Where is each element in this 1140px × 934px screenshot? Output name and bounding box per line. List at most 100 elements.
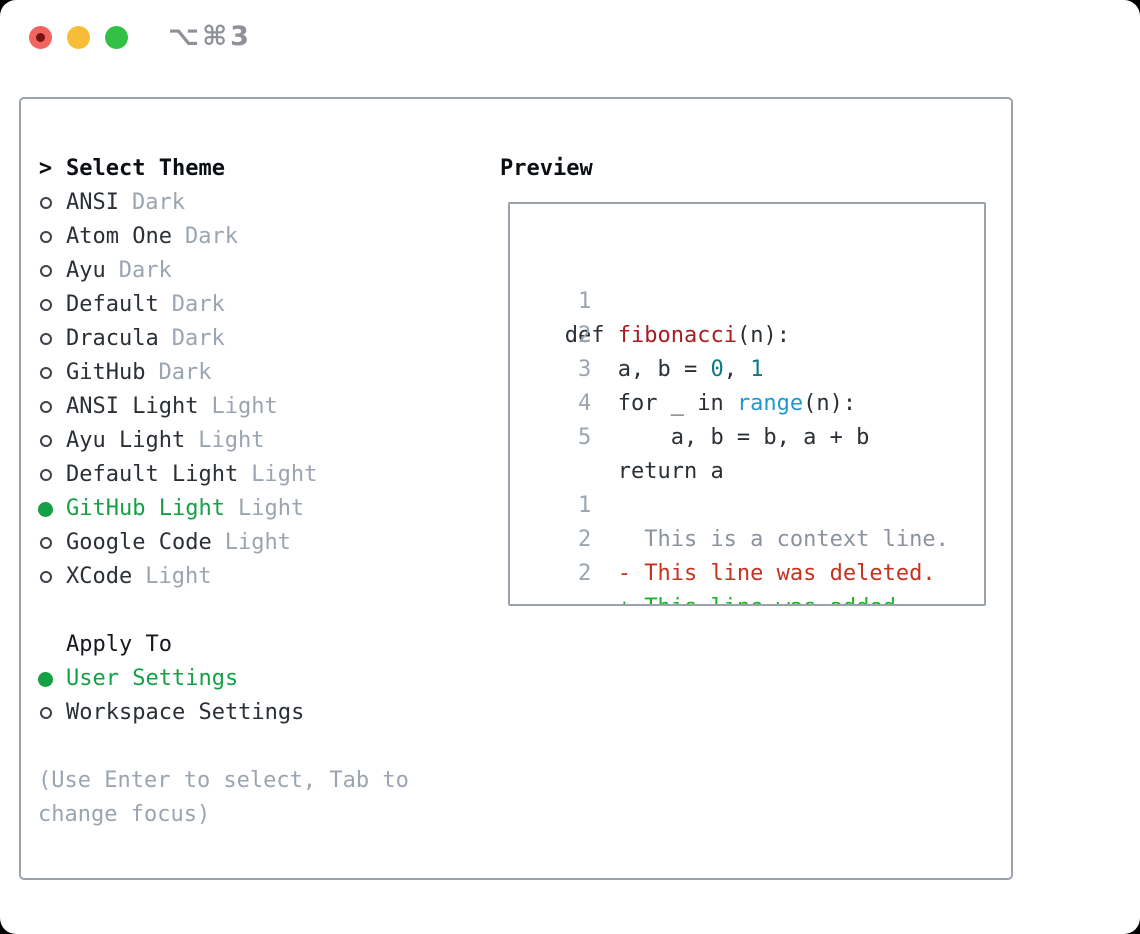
prompt-icon: > <box>38 156 53 181</box>
theme-option-ayu[interactable]: Ayu Dark <box>38 254 409 288</box>
preview-line: 2 a, b = 0, 1 <box>525 285 984 382</box>
radio-selected-icon <box>38 492 53 526</box>
title-bar: ⌥⌘3 <box>0 0 1140 74</box>
preview-line: 5 return a <box>525 387 984 484</box>
code-segment-code: def <box>551 323 618 348</box>
radio-icon <box>38 322 53 356</box>
theme-option-ansi[interactable]: ANSI Dark <box>38 186 409 220</box>
theme-name: GitHub <box>66 360 146 385</box>
theme-option-github[interactable]: GitHub Dark <box>38 356 409 390</box>
radio-icon <box>38 458 53 492</box>
line-number: 2 <box>577 323 592 348</box>
code-segment-func: fibonacci <box>617 323 737 348</box>
apply-option-label: User Settings <box>66 666 239 691</box>
line-number: 2 <box>577 561 592 586</box>
radio-icon <box>38 526 53 560</box>
theme-variant-tag: Dark <box>131 190 185 215</box>
theme-option-google-code[interactable]: Google Code Light <box>38 526 409 560</box>
preview-title: Preview <box>500 156 593 181</box>
theme-name: ANSI <box>66 190 119 215</box>
theme-name: Ayu <box>66 258 106 283</box>
theme-option-default[interactable]: Default Dark <box>38 288 409 322</box>
preview-line: 1 def fibonacci(n): <box>525 251 984 348</box>
apply-to-header: Apply To <box>38 628 409 662</box>
theme-variant-tag: Dark <box>171 326 225 351</box>
theme-variant-tag: Light <box>224 530 291 555</box>
theme-option-ayu-light[interactable]: Ayu Light Light <box>38 424 409 458</box>
theme-variant-tag: Dark <box>184 224 238 249</box>
preview-code: 1 def fibonacci(n): 2 a, b = 0, 1 3 for … <box>525 251 984 604</box>
radio-icon <box>38 254 53 288</box>
code-segment-code: a, b = <box>551 357 711 382</box>
radio-icon <box>38 288 53 322</box>
theme-name: Default <box>66 292 159 317</box>
apply-to-list: User Settings Workspace Settings <box>38 662 409 730</box>
code-segment-del: - This line was deleted. <box>551 561 936 586</box>
preview-line: 3 for _ in range(n): <box>525 319 984 416</box>
apply-to-indent <box>38 628 53 662</box>
theme-variant-tag: Light <box>145 564 212 589</box>
zoom-button[interactable] <box>105 26 128 49</box>
theme-variant-tag: Dark <box>118 258 172 283</box>
theme-variant-tag: Light <box>237 496 305 521</box>
code-segment-code: (n): <box>736 323 790 348</box>
theme-option-xcode[interactable]: XCode Light <box>38 560 409 594</box>
line-number: 2 <box>577 527 592 552</box>
theme-option-default-light[interactable]: Default Light Light <box>38 458 409 492</box>
code-segment-lit: 1 <box>750 357 764 382</box>
code-segment-code: (n): <box>803 391 857 416</box>
apply-to-title: Apply To <box>66 632 172 657</box>
theme-name: Ayu Light <box>66 428 186 453</box>
traffic-lights <box>29 26 128 49</box>
theme-picker-panel: > Select Theme ANSI Dark Atom One Dark A… <box>19 97 1013 880</box>
radio-icon <box>38 186 53 220</box>
theme-option-atom-one[interactable]: Atom One Dark <box>38 220 409 254</box>
keyboard-hint-line-2: change focus) <box>38 802 211 827</box>
preview-line: 2 + This line was added. <box>525 523 984 604</box>
line-number: 4 <box>577 391 592 416</box>
code-segment-code: , <box>723 357 751 382</box>
preview-pane: 1 def fibonacci(n): 2 a, b = 0, 1 3 for … <box>508 202 986 606</box>
theme-option-github-light[interactable]: GitHub Light Light <box>38 492 409 526</box>
keyboard-hint-line-1: (Use Enter to select, Tab to <box>38 768 409 793</box>
theme-variant-tag: Dark <box>158 360 212 385</box>
code-segment-add: + This line was added. <box>552 595 909 604</box>
radio-icon <box>38 560 53 594</box>
code-segment-ctx: This is a context line. <box>551 527 949 552</box>
theme-variant-tag: Dark <box>171 292 225 317</box>
close-record-dot-icon <box>36 33 45 42</box>
line-number: 3 <box>577 357 592 382</box>
radio-icon <box>38 696 53 730</box>
radio-icon <box>38 356 53 390</box>
theme-list: ANSI Dark Atom One Dark Ayu Dark Default… <box>38 186 409 594</box>
theme-variant-tag: Light <box>251 462 318 487</box>
radio-icon <box>38 424 53 458</box>
theme-name: GitHub Light <box>66 496 225 521</box>
theme-list-column: > Select Theme ANSI Dark Atom One Dark A… <box>38 152 409 832</box>
apply-option-workspace-settings[interactable]: Workspace Settings <box>38 696 409 730</box>
preview-line: 4 a, b = b, a + b <box>525 353 984 450</box>
theme-option-dracula[interactable]: Dracula Dark <box>38 322 409 356</box>
theme-option-ansi-light[interactable]: ANSI Light Light <box>38 390 409 424</box>
code-segment-lit: 0 <box>710 357 724 382</box>
close-button[interactable] <box>29 26 52 49</box>
code-segment-code: a, b = b, a + b <box>551 425 870 450</box>
apply-option-user-settings[interactable]: User Settings <box>38 662 409 696</box>
theme-variant-tag: Light <box>211 394 278 419</box>
minimize-button[interactable] <box>67 26 90 49</box>
radio-selected-icon <box>38 662 53 696</box>
window-title: ⌥⌘3 <box>168 21 252 52</box>
line-number: 5 <box>577 425 592 450</box>
radio-icon <box>38 220 53 254</box>
preview-line: 1 This is a context line. <box>525 455 984 552</box>
code-segment-code: for _ in <box>551 391 737 416</box>
theme-name: Atom One <box>66 224 172 249</box>
radio-icon <box>38 390 53 424</box>
spacer <box>38 594 409 628</box>
apply-option-label: Workspace Settings <box>66 700 305 725</box>
theme-name: Default Light <box>66 462 239 487</box>
line-number: 1 <box>577 289 592 314</box>
theme-name: Google Code <box>66 530 212 555</box>
select-theme-title: Select Theme <box>66 156 225 181</box>
